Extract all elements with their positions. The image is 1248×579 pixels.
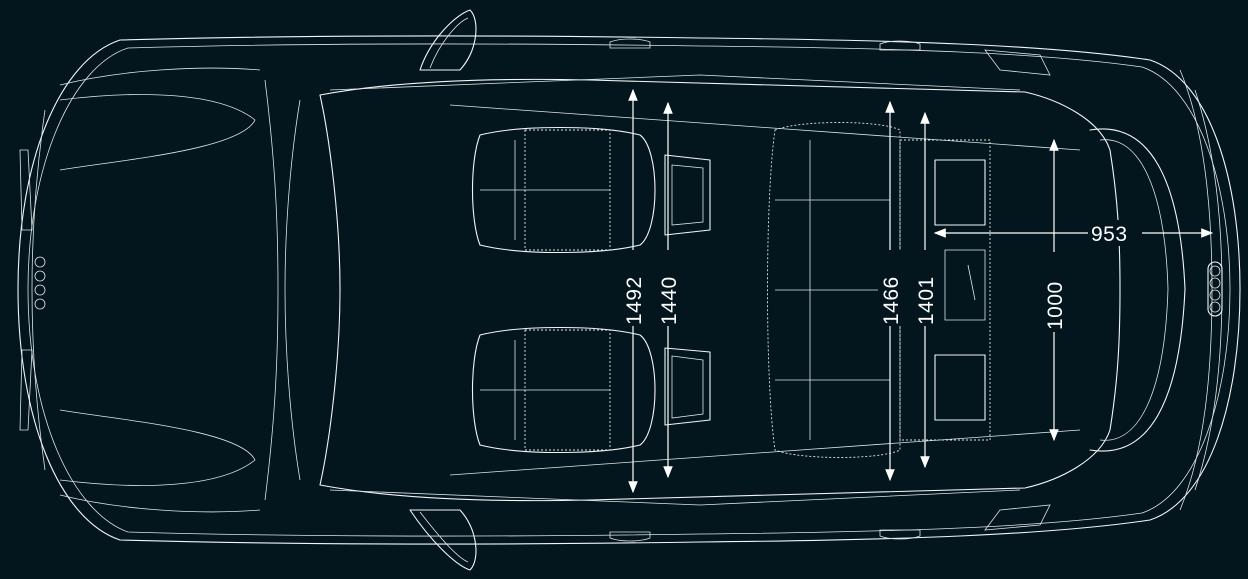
dimension-rear-shoulder-outer: 1466 (878, 100, 903, 482)
side-mirror-bottom (409, 509, 477, 571)
rear-seat-bench (767, 122, 991, 458)
dimension-cargo-depth: 953 (933, 220, 1214, 246)
label-rear-shoulder-inner: 1401 (915, 276, 938, 325)
rear-rings-logo (1207, 261, 1223, 317)
dimension-rear-shoulder-inner: 1401 (913, 111, 938, 469)
front-rings-logo (34, 256, 46, 310)
label-cargo-width: 1000 (1044, 281, 1067, 330)
front-seat-right (472, 326, 711, 454)
label-front-shoulder-inner: 1440 (658, 276, 681, 325)
label-cargo-depth: 953 (1091, 223, 1128, 246)
front-seat-left (472, 126, 711, 254)
label-rear-shoulder-outer: 1466 (880, 276, 903, 325)
side-mirror-top (419, 9, 477, 71)
dimension-front-shoulder-outer: 1492 (621, 88, 646, 494)
label-front-shoulder-outer: 1492 (623, 276, 646, 325)
dimension-front-shoulder-inner: 1440 (656, 101, 681, 479)
dimension-cargo-width: 1000 (1042, 138, 1067, 442)
